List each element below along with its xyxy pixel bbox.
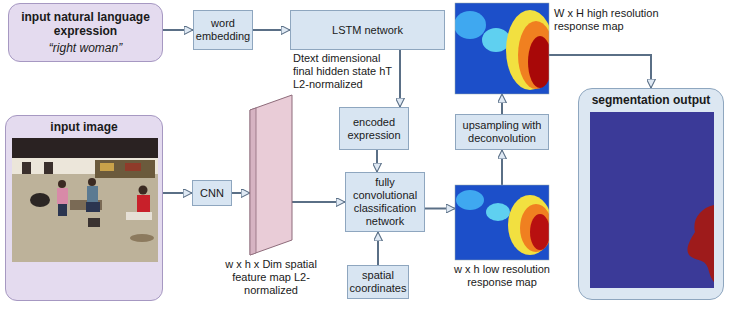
map-blob — [530, 214, 549, 250]
process-box: fully convolutional classification netwo… — [345, 172, 425, 232]
flow-arrow — [163, 192, 192, 194]
map-blob — [506, 10, 549, 90]
map-caption: W x H high resolution response map — [554, 7, 679, 33]
high-res-map — [455, 3, 549, 94]
map-blob — [456, 190, 484, 210]
photo-person — [58, 204, 67, 216]
flow-arrow — [292, 201, 345, 203]
flow-arrow — [549, 55, 651, 88]
photo-bag — [88, 218, 100, 227]
segmentation-mask — [687, 205, 714, 282]
photo-head — [58, 180, 66, 188]
feature-map — [250, 95, 292, 255]
box-label: upsampling with deconvolution — [460, 119, 544, 145]
box-label: segmentation output — [592, 93, 711, 107]
segmentation-panel — [590, 112, 714, 288]
map-caption: w x h low resolution response map — [446, 263, 558, 289]
flow-arrow — [376, 150, 378, 172]
photo-roof — [12, 138, 158, 158]
process-box: segmentation output — [578, 88, 724, 300]
process-box: input natural language expression “right … — [8, 3, 163, 62]
flow-arrow — [163, 29, 193, 31]
photo-person — [86, 202, 100, 212]
feature-map-side — [250, 108, 256, 255]
map-blob — [482, 28, 510, 52]
box-label: encoded expression — [344, 116, 404, 142]
box-label: fully convolutional classification netwo… — [350, 176, 420, 228]
flow-arrow — [377, 232, 379, 265]
process-box: upsampling with deconvolution — [455, 114, 549, 150]
box-label: spatial coordinates — [350, 269, 407, 295]
process-box: word embedding — [193, 10, 253, 50]
photo-goods — [100, 163, 114, 171]
process-box: LSTM network — [290, 10, 445, 50]
map-blob — [455, 11, 486, 39]
flow-arrow — [425, 208, 455, 210]
photo-head — [88, 178, 96, 186]
process-box: spatial coordinates — [347, 265, 409, 299]
photo-bench — [70, 200, 102, 210]
photo-door — [44, 162, 53, 174]
map-caption: w x h x Dim spatial feature map L2-norma… — [211, 258, 331, 297]
process-box: input image — [5, 115, 163, 301]
box-subtext: “right woman” — [49, 41, 122, 56]
process-box: encoded expression — [339, 107, 409, 150]
map-node: w x h x Dim spatial feature map L2-norma… — [250, 95, 292, 255]
flow-arrow — [253, 29, 290, 31]
annotation-label: Dtext dimensional final hidden state hT … — [293, 52, 393, 91]
photo-door — [22, 162, 31, 174]
photo-person — [57, 188, 68, 204]
map-blob — [508, 195, 549, 255]
low-res-map — [455, 185, 549, 260]
photo-ground — [12, 138, 158, 262]
photo-stall — [95, 160, 155, 178]
flow-arrow — [501, 150, 503, 185]
box-label: word embedding — [196, 17, 250, 43]
box-label: CNN — [200, 187, 224, 200]
map-blob — [520, 204, 549, 252]
photo-head — [139, 186, 148, 195]
map-node: w x h low resolution response map — [455, 185, 549, 260]
box-label: input image — [50, 120, 117, 134]
photo-person — [87, 186, 98, 202]
flow-arrow — [399, 50, 401, 107]
map-ground — [455, 185, 549, 260]
flow-arrow — [232, 192, 250, 194]
process-box: CNN — [192, 180, 232, 206]
input-photo — [12, 138, 158, 262]
box-label: input natural language expression — [13, 10, 158, 38]
flow-arrow — [501, 94, 503, 114]
map-blob — [518, 21, 549, 89]
map-node: W x H high resolution response map — [455, 3, 549, 94]
photo-goods — [125, 163, 141, 171]
map-ground — [455, 3, 549, 94]
photo-woman — [126, 212, 152, 220]
photo-wall — [12, 158, 158, 174]
box-label: LSTM network — [332, 24, 403, 37]
map-frame — [455, 3, 549, 94]
photo-woman — [137, 195, 150, 212]
map-blob — [528, 36, 549, 88]
photo-shadow — [130, 234, 154, 242]
map-frame — [455, 185, 549, 260]
map-blob — [486, 203, 510, 221]
photo-dog — [30, 193, 50, 207]
